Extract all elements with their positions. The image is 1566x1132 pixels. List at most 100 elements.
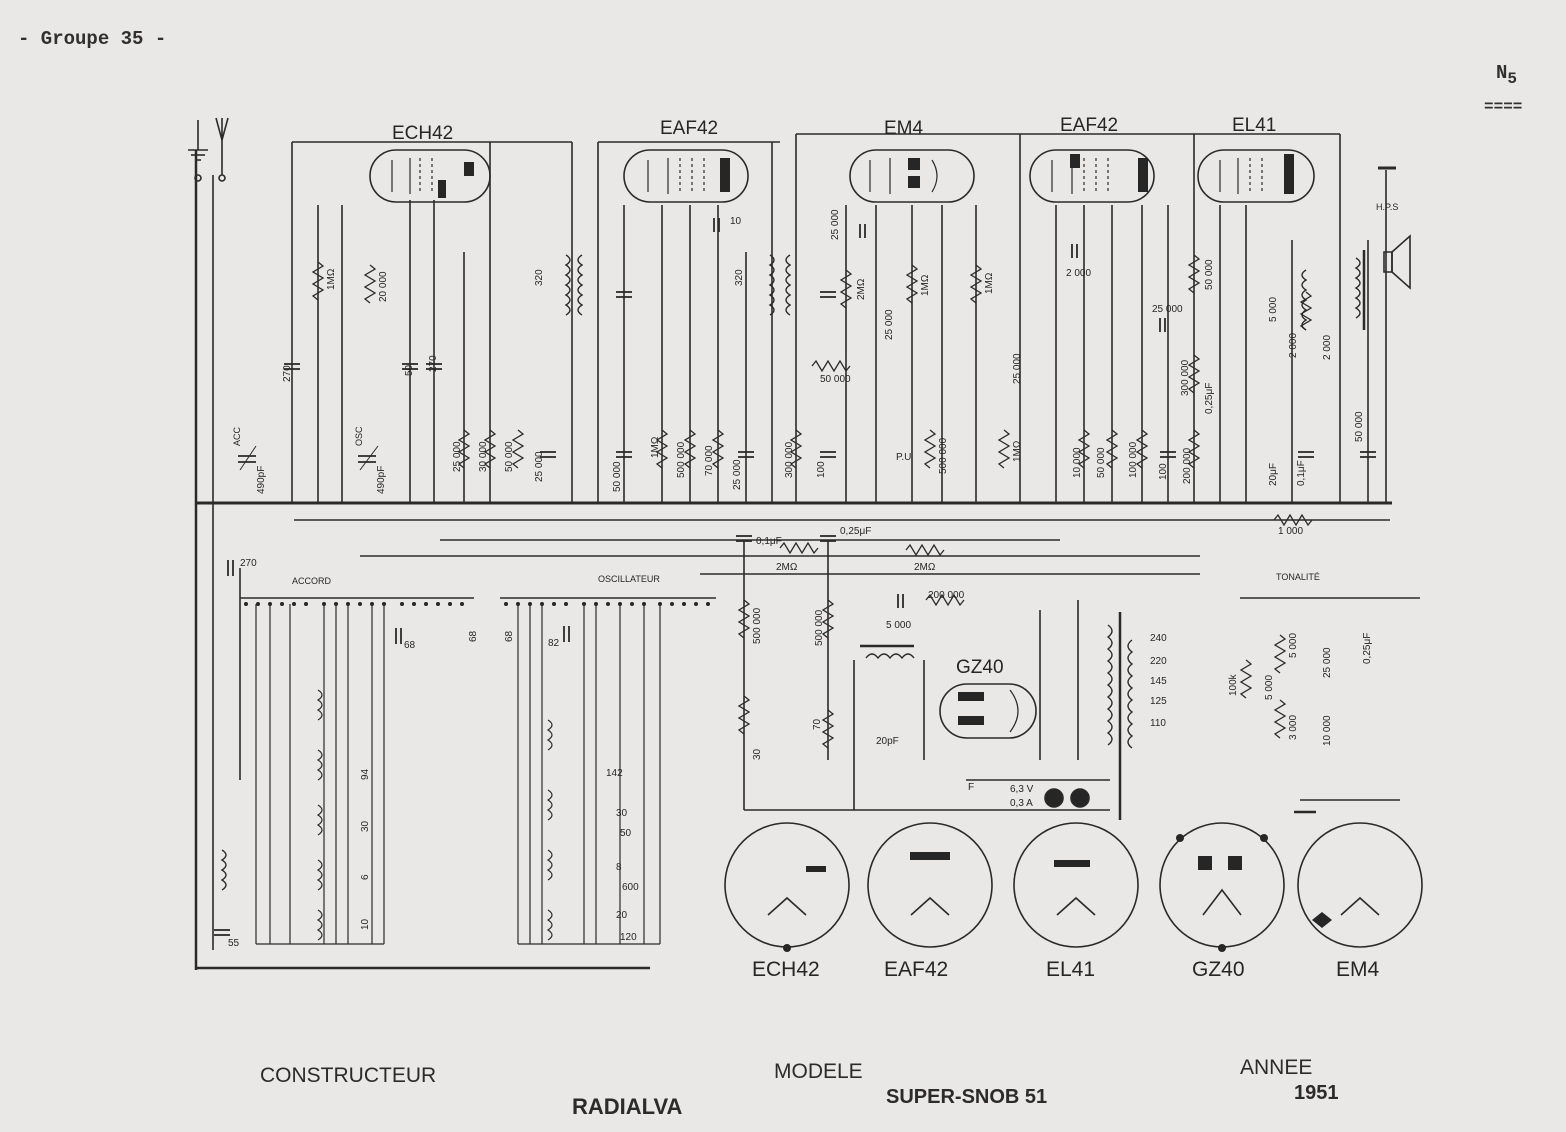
value-c82: 82	[548, 638, 560, 649]
sheet-mark: ====	[1484, 98, 1523, 116]
value-r10k: 10 000	[1072, 447, 1083, 478]
tube-internals	[392, 158, 1262, 732]
tube-label-gz40: GZ40	[956, 657, 1004, 678]
value-r500k: 500 000	[676, 441, 687, 478]
value-r3000: 3 000	[1288, 715, 1299, 740]
speaker-icon	[1384, 234, 1411, 290]
capacitors	[214, 218, 1376, 935]
value-c50: 50	[404, 364, 415, 376]
tuning-capacitors	[238, 446, 378, 470]
acc-label: ACC	[232, 426, 242, 446]
value-c6: 6	[360, 874, 371, 880]
value-c20pf: 20pF	[876, 736, 899, 747]
value-c600: 600	[622, 882, 639, 893]
socket-em4	[1298, 823, 1422, 947]
value-c100b: 100	[1158, 463, 1169, 480]
socket-label-em4: EM4	[1336, 958, 1380, 981]
value-c50k2: 50 000	[1354, 411, 1365, 442]
value-c25k5: 25 000	[1012, 353, 1023, 384]
value-r50k2: 50 000	[820, 374, 851, 385]
value-r50k: 50 000	[504, 441, 515, 472]
tube-label-eaf42-2: EAF42	[1060, 115, 1118, 136]
value-c68c: 68	[504, 630, 515, 642]
accord-label: ACCORD	[292, 576, 332, 586]
value-c120: 120	[620, 932, 637, 943]
value-c94: 94	[360, 768, 371, 780]
el41-envelope	[1198, 150, 1314, 202]
socket-diagrams	[725, 823, 1422, 947]
osc-switch-contacts	[504, 602, 710, 606]
value-c25k2: 25 000	[732, 459, 743, 490]
em4-envelope	[850, 150, 974, 202]
constructeur-value: RADIALVA	[572, 1094, 683, 1119]
value-c490b: 490pF	[376, 466, 387, 494]
group-title: - Groupe 35 -	[18, 28, 167, 50]
value-c100: 100	[816, 461, 827, 478]
value-c10k: 10 000	[1322, 715, 1333, 746]
sheet-number-sub: 5	[1507, 69, 1518, 88]
value-r70k: 70 000	[704, 445, 715, 476]
value-r1m2: 1MΩ	[650, 436, 661, 458]
value-c320b: 320	[734, 269, 745, 286]
value-r300k2: 300 000	[1180, 359, 1191, 396]
modele-value: SUPER-SNOB 51	[886, 1086, 1048, 1108]
value-c55: 55	[228, 938, 240, 949]
tube-label-em4: EM4	[884, 118, 924, 139]
constructeur-label: CONSTRUCTEUR	[260, 1064, 437, 1087]
value-r5000b: 5 000	[1288, 633, 1299, 658]
pilot-lamps	[1045, 789, 1089, 807]
gz40-envelope	[940, 684, 1036, 738]
coils	[222, 255, 1360, 890]
value-r50k4: 50 000	[1204, 259, 1215, 290]
heater-current: 0,3 A	[1010, 798, 1033, 809]
socket-el41	[1014, 823, 1138, 947]
value-c25k: 25 000	[534, 451, 545, 482]
value-r1000: 1 000	[1278, 526, 1303, 537]
value-c50k: 50 000	[612, 461, 623, 492]
value-c01: 0,1μF	[1296, 460, 1307, 486]
tube-label-ech42: ECH42	[392, 123, 453, 144]
value-r2mc: 2MΩ	[914, 562, 936, 573]
value-c25k7: 25 000	[1322, 647, 1333, 678]
value-c25k3: 25 000	[830, 209, 841, 240]
resistors	[313, 255, 1312, 748]
value-c2000c: 2 000	[1322, 335, 1333, 360]
mains-tap-240: 240	[1150, 633, 1167, 644]
value-r25k: 25 000	[452, 441, 463, 472]
value-r2m: 2MΩ	[856, 278, 867, 300]
mains-tap-125: 125	[1150, 696, 1167, 707]
value-c10b: 10	[360, 918, 371, 930]
value-c25k6: 25 000	[1152, 304, 1183, 315]
sheet-number-letter: N	[1496, 62, 1508, 84]
value-c320a: 320	[534, 269, 545, 286]
value-r200k: 200 000	[1182, 447, 1193, 484]
value-r1m4: 1MΩ	[984, 272, 995, 294]
accord-switch-contacts	[244, 602, 464, 606]
value-c025b: 0,25μF	[840, 526, 871, 537]
value-c25k4: 25 000	[884, 309, 895, 340]
tube-label-el41: EL41	[1232, 115, 1276, 136]
value-r70: 70	[812, 718, 823, 730]
antenna-arm-left	[216, 118, 222, 140]
annee-label: ANNEE	[1240, 1056, 1313, 1079]
socket-label-ech42: ECH42	[752, 958, 820, 981]
annee-value: 1951	[1294, 1082, 1339, 1104]
sheet-number: N5	[1496, 62, 1517, 88]
mains-tap-110: 110	[1150, 718, 1166, 729]
lower-wiring	[240, 520, 1420, 810]
mains-tap-145: 145	[1150, 676, 1167, 687]
heater-voltage: 6,3 V	[1010, 784, 1034, 795]
value-c2000b: 2 000	[1288, 333, 1299, 358]
tube-anodes	[438, 154, 1294, 725]
value-c025c: 0,25μF	[1362, 633, 1373, 664]
value-c30: 30	[360, 820, 371, 832]
socket-ech42	[725, 823, 849, 947]
component-values: 270 490pF 1MΩ 20 000 50 270 490pF 320 25…	[228, 209, 1373, 949]
value-r1m: 1MΩ	[326, 268, 337, 290]
eaf42-envelope-1	[624, 150, 748, 202]
value-c142: 142	[606, 768, 623, 779]
value-r5000: 5 000	[1268, 297, 1279, 322]
value-c30b: 30	[616, 808, 628, 819]
value-c68a: 68	[404, 640, 416, 651]
